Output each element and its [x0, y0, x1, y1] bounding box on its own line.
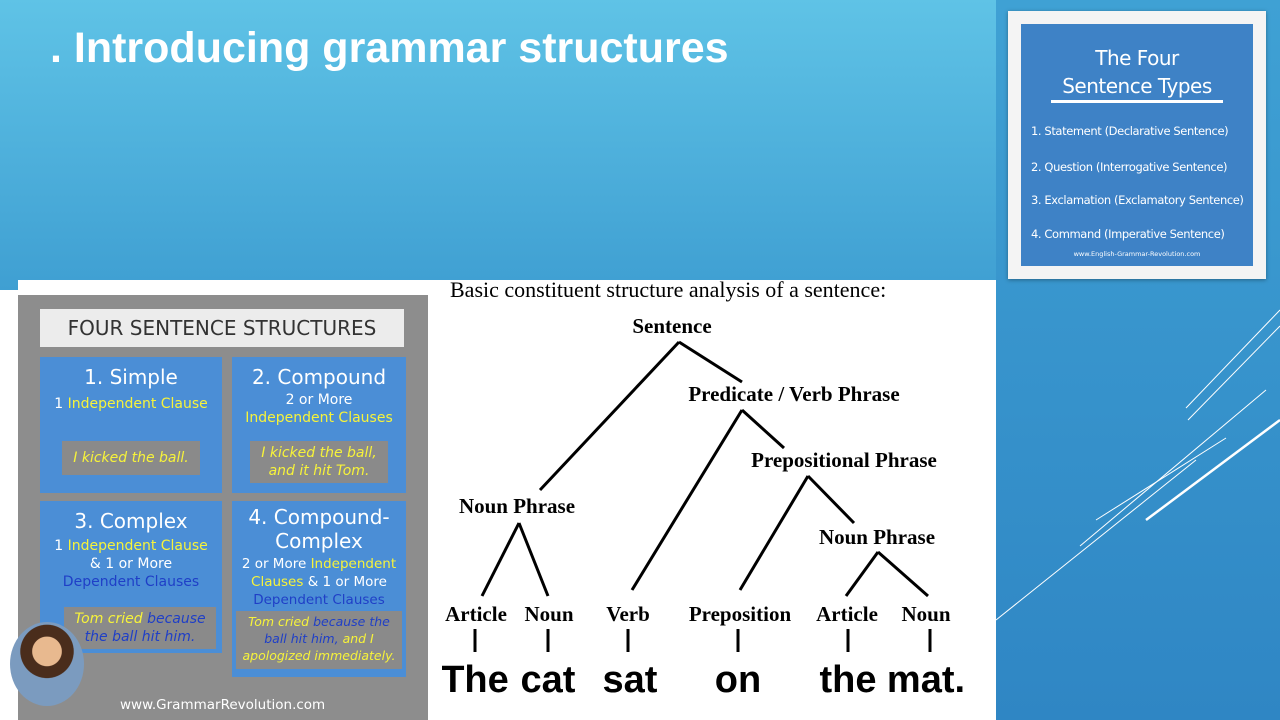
structure-box-simple: 1. Simple 1 Independent Clause I kicked … — [40, 357, 222, 493]
sentence-types-title-line2: Sentence Types — [1062, 74, 1212, 98]
sentence-type-item: 3. Exclamation (Exclamatory Sentence) — [1031, 193, 1244, 207]
structure-example: I kicked the ball. — [62, 441, 200, 475]
structure-box-complex: 3. Complex 1 Independent Clause & 1 or M… — [40, 501, 222, 653]
structure-description: Dependent Clauses — [253, 592, 385, 608]
structure-description: 1 Independent Clause — [54, 396, 208, 412]
sentence-types-panel: The Four Sentence Types 1. Statement (De… — [1021, 24, 1253, 266]
sentence-type-item: 1. Statement (Declarative Sentence) — [1031, 124, 1229, 138]
tree-node-noun-phrase: Noun Phrase — [819, 525, 935, 549]
tree-svg: Basic constituent structure analysis of … — [442, 280, 965, 701]
structure-description: Dependent Clauses — [62, 574, 200, 590]
sentence-types-url: www.English-Grammar-Revolution.com — [1073, 250, 1201, 258]
tree-node-prepositional-phrase: Prepositional Phrase — [751, 448, 937, 472]
structure-description: 2 or More Independent — [241, 556, 397, 572]
structure-example: Tom cried because the ball hit him, and … — [236, 611, 402, 669]
structure-title: 4. Compound- — [248, 505, 390, 529]
constituent-tree-diagram: Basic constituent structure analysis of … — [442, 280, 996, 720]
tree-pos-label: Article — [445, 602, 507, 626]
structure-title: 3. Complex — [74, 509, 188, 533]
structure-box-compound-complex: 4. Compound- Complex 2 or More Independe… — [232, 501, 406, 677]
grammar-revolution-url: www.GrammarRevolution.com — [120, 697, 326, 713]
structure-title: 2. Compound — [251, 365, 387, 389]
structure-example: Tom cried because the ball hit him. — [64, 607, 216, 649]
tree-word: cat — [521, 659, 576, 701]
sentence-types-title-line1: The Four — [1095, 46, 1179, 70]
tree-node-noun-phrase: Noun Phrase — [459, 494, 575, 518]
tree-node-predicate: Predicate / Verb Phrase — [688, 382, 899, 406]
structure-title: 1. Simple — [84, 365, 178, 389]
sentence-structures-header: FOUR SENTENCE STRUCTURES — [40, 309, 404, 347]
tree-pos-label: Noun — [901, 602, 950, 626]
tree-pos-label: Verb — [606, 602, 650, 626]
tree-pos-label: Noun — [524, 602, 573, 626]
tree-caption: Basic constituent structure analysis of … — [450, 280, 886, 302]
structure-description: & 1 or More — [89, 556, 173, 572]
sentence-structures-infographic: FOUR SENTENCE STRUCTURES 1. Simple 1 Ind… — [10, 280, 442, 720]
tree-word: mat. — [887, 659, 965, 701]
structure-description: 1 Independent Clause — [54, 538, 208, 554]
decorative-lines — [996, 309, 1280, 621]
structure-description: Independent Clauses — [245, 410, 393, 426]
structure-description: Clauses & 1 or More — [251, 574, 387, 590]
tree-word: sat — [603, 659, 658, 701]
structure-title: Complex — [275, 529, 363, 553]
structure-box-compound: 2. Compound 2 or More Independent Clause… — [232, 357, 406, 493]
tree-pos-label: Article — [816, 602, 878, 626]
tree-word: the — [820, 659, 877, 701]
tree-node-sentence: Sentence — [632, 314, 711, 338]
sentence-type-item: 4. Command (Imperative Sentence) — [1031, 227, 1225, 241]
tree-word: The — [442, 659, 509, 701]
sentence-type-item: 2. Question (Interrogative Sentence) — [1031, 160, 1228, 174]
tree-branches — [473, 340, 932, 652]
sentence-structures-background: FOUR SENTENCE STRUCTURES 1. Simple 1 Ind… — [18, 295, 428, 720]
structure-example: I kicked the ball, and it hit Tom. — [250, 441, 388, 483]
presenter-avatar — [10, 622, 84, 706]
sentence-types-card: The Four Sentence Types 1. Statement (De… — [1008, 11, 1266, 279]
structure-description: 2 or More — [285, 392, 353, 408]
tree-pos-label: Preposition — [689, 602, 792, 626]
sentence-types-divider — [1051, 100, 1223, 103]
slide-title: . Introducing grammar structures — [50, 24, 729, 72]
tree-word: on — [715, 659, 761, 701]
